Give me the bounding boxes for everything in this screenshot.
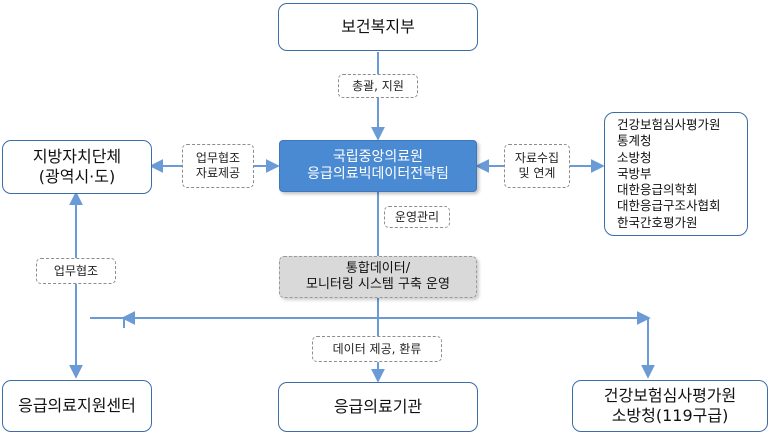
edge-label-data-exchange-text: 데이터 제공, 환류 — [332, 341, 422, 356]
edge-label-cooperation: 업무협조 — [36, 258, 116, 284]
support-center-node: 응급의료지원센터 — [2, 380, 152, 432]
agency-item: 건강보험심사평가원 — [617, 117, 721, 133]
edge-label-collection: 자료수집 및 연계 — [504, 144, 570, 188]
local-gov-label-line2: (광역시·도) — [38, 167, 116, 186]
local-gov-label-line1: 지방자치단체 — [32, 147, 122, 166]
edge-label-cooperation-data-line1: 업무협조 — [195, 151, 241, 165]
agency-item: 한국간호평가원 — [617, 214, 698, 230]
ministry-label: 보건복지부 — [341, 17, 415, 36]
ministry-node: 보건복지부 — [278, 3, 478, 51]
center-label-line2: 응급의료빅데이터전략팀 — [307, 166, 449, 182]
medical-institution-label: 응급의료기관 — [333, 397, 423, 416]
agency-item: 통계청 — [617, 133, 652, 149]
center-label-line1: 국립중앙의료원 — [332, 148, 424, 165]
edge-label-oversight: 총괄, 지원 — [338, 74, 418, 98]
hira-fire-label-line1: 건강보험심사평가원 — [603, 386, 737, 405]
medical-institution-node: 응급의료기관 — [278, 382, 478, 432]
edge-label-cooperation-text: 업무협조 — [53, 263, 99, 278]
edge-label-collection-line2: 및 연계 — [518, 166, 556, 180]
center-node: 국립중앙의료원 응급의료빅데이터전략팀 — [279, 140, 477, 192]
support-center-label: 응급의료지원센터 — [18, 396, 136, 415]
agency-item: 소방청 — [617, 149, 652, 165]
edge-label-collection-line1: 자료수집 — [514, 151, 560, 165]
agencies-node: 건강보험심사평가원 통계청 소방청 국방부 대한응급의학회 대한응급구조사협회 … — [604, 112, 748, 236]
hira-fire-node: 건강보험심사평가원 소방청(119구급) — [572, 380, 768, 432]
platform-label-line2: 모니터링 시스템 구축 운영 — [306, 277, 450, 292]
platform-label-line1: 통합데이터/ — [345, 260, 411, 276]
edge-label-cooperation-data-line2: 자료제공 — [195, 166, 241, 180]
local-gov-node: 지방자치단체 (광역시·도) — [2, 140, 152, 194]
edge-label-operation: 운영관리 — [384, 206, 450, 228]
edge-label-cooperation-data: 업무협조 자료제공 — [182, 144, 254, 188]
edge-label-operation-text: 운영관리 — [394, 209, 440, 224]
hira-fire-label-line2: 소방청(119구급) — [611, 406, 729, 425]
edge-label-data-exchange: 데이터 제공, 환류 — [312, 336, 442, 362]
agency-item: 대한응급구조사협회 — [617, 198, 721, 214]
agency-item: 대한응급의학회 — [617, 182, 698, 198]
agency-item: 국방부 — [617, 165, 652, 181]
edge-label-oversight-text: 총괄, 지원 — [352, 78, 404, 93]
platform-node: 통합데이터/ 모니터링 시스템 구축 운영 — [279, 256, 477, 298]
